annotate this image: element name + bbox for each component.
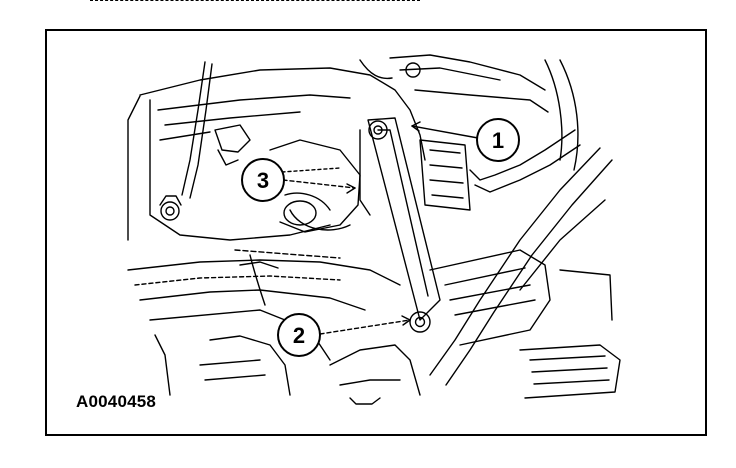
callout-1: 1 [476,118,520,162]
link-rod [367,117,441,321]
callout-1-label: 1 [492,128,504,153]
leader-2 [319,319,411,335]
hose-right [429,147,601,376]
callout-3-label: 3 [257,168,269,193]
leader-3 [282,179,356,189]
leader-1 [411,125,479,139]
callout-2-label: 2 [293,323,305,348]
callout-2: 2 [277,313,321,357]
scan-artifact-line [90,0,420,5]
figure-id-label: A0040458 [76,392,157,411]
bolt-2 [409,311,431,333]
bolt-top [405,62,421,78]
bolt-left [160,201,180,221]
callout-3: 3 [241,158,285,202]
lower-cylinder [429,249,551,346]
housing-3 [269,139,361,233]
